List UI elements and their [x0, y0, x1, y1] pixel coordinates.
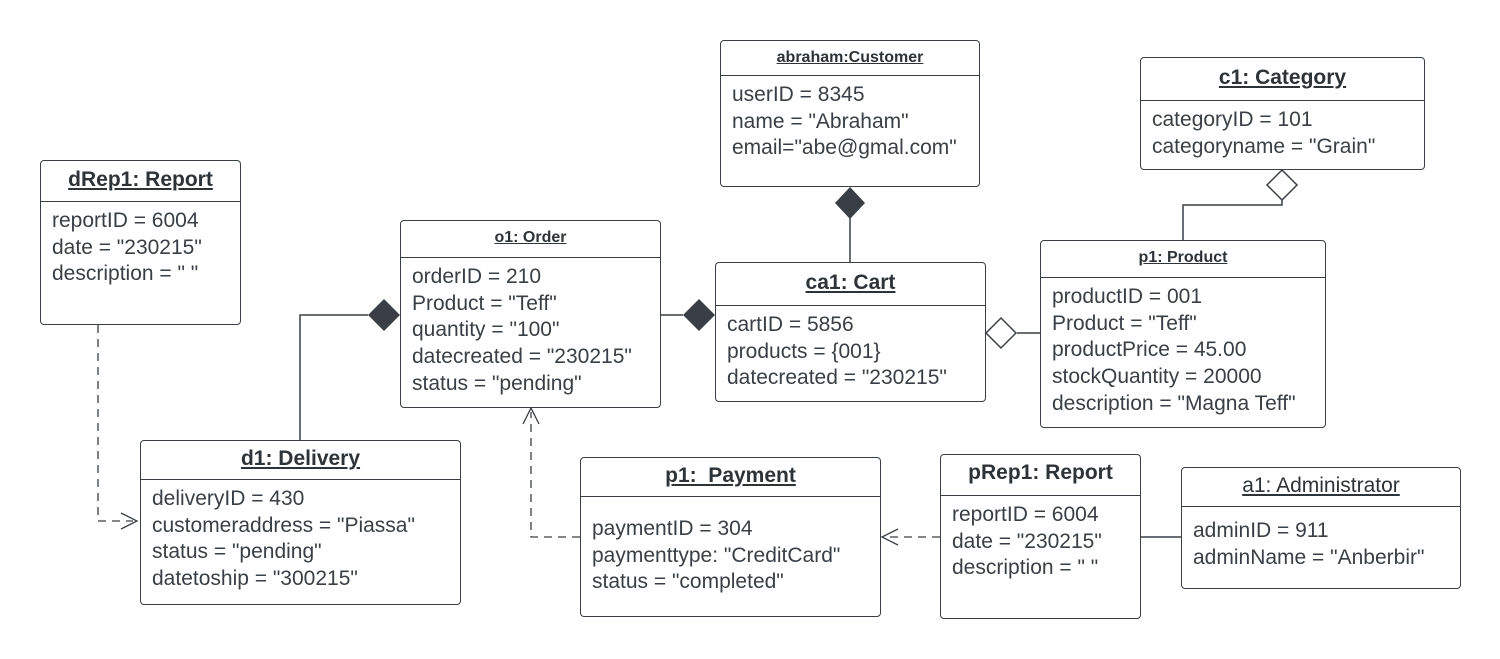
attribute: datecreated = "230215" [727, 366, 947, 390]
attribute: status = "pending" [412, 371, 582, 395]
attribute: status = "completed" [592, 570, 784, 594]
attribute: date = "230215" [952, 529, 1102, 553]
order-arrowhead [522, 406, 540, 425]
attribute: email="abe@gmal.com" [732, 136, 957, 160]
attribute: deliveryID = 430 [152, 487, 305, 510]
attribute: description = "Magna Teff" [1052, 391, 1296, 415]
attribute: cartID = 5856 [727, 313, 854, 336]
composition-diamond-delivery-order [368, 299, 400, 331]
order-object-title: o1: Order [401, 221, 660, 258]
attribute: customeraddress = "Piassa" [152, 513, 415, 537]
attribute: reportID = 6004 [952, 503, 1099, 526]
attribute: date = "230215" [52, 235, 202, 259]
aggregation-diamond-category [1265, 168, 1299, 202]
administrator-object-title: a1: Administrator [1182, 468, 1460, 507]
attribute: paymentID = 304 [592, 517, 753, 540]
payment-object-title: p1: Payment [581, 458, 880, 497]
attribute: orderID = 210 [412, 265, 541, 288]
delivery-arrowhead [120, 512, 139, 530]
administrator-object: a1: Administrator adminID = 911 adminNam… [1181, 467, 1461, 589]
customer-object-title: abraham:Customer [721, 41, 979, 76]
payment-order-dependency [530, 412, 580, 538]
payment-object: p1: Payment paymentID = 304 paymenttype:… [580, 457, 881, 617]
delivery-report-object: dRep1: Report reportID = 6004 date = "23… [40, 160, 241, 325]
attribute: Product = "Teff" [412, 291, 557, 315]
attribute: paymenttype: "CreditCard" [592, 543, 841, 567]
composition-diamond-customer [835, 187, 865, 219]
delivery-order-link [299, 314, 368, 440]
attribute: Product = "Teff" [1052, 311, 1197, 335]
attribute: datecreated = "230215" [412, 345, 632, 369]
delivery-object: d1: Delivery deliveryID = 430 customerad… [140, 440, 461, 605]
attribute: quantity = "100" [412, 318, 560, 342]
attribute: reportID = 6004 [52, 209, 199, 232]
category-product-link [1182, 200, 1283, 240]
delivery-report-object-title: dRep1: Report [41, 161, 240, 202]
attribute: categoryID = 101 [1152, 108, 1313, 131]
customer-object: abraham:Customer userID = 8345 name = "A… [720, 40, 980, 187]
attribute: products = {001} [727, 339, 881, 363]
cart-object: ca1: Cart cartID = 5856 products = {001}… [715, 262, 986, 402]
attribute: productID = 001 [1052, 285, 1203, 308]
payment-report-object-title: pRep1: Report [941, 455, 1140, 496]
report-delivery-dependency [97, 325, 133, 522]
attribute: datetoship = "300215" [152, 567, 358, 591]
attribute: adminName = "Anberbir" [1193, 545, 1425, 569]
attribute: stockQuantity = 20000 [1052, 365, 1262, 389]
composition-diamond-order-cart [683, 299, 715, 331]
attribute: categoryname = "Grain" [1152, 134, 1376, 158]
attribute: userID = 8345 [732, 83, 865, 106]
delivery-object-title: d1: Delivery [141, 441, 460, 480]
payment-arrowhead [880, 528, 899, 546]
order-object: o1: Order orderID = 210 Product = "Teff"… [400, 220, 661, 408]
attribute: status = "pending" [152, 540, 322, 564]
attribute: productPrice = 45.00 [1052, 338, 1247, 362]
attribute: adminID = 911 [1193, 519, 1329, 542]
attribute: name = "Abraham" [732, 109, 909, 133]
category-object: c1: Category categoryID = 101 categoryna… [1140, 57, 1425, 170]
product-object: p1: Product productID = 001 Product = "T… [1040, 240, 1326, 428]
payment-report-object: pRep1: Report reportID = 6004 date = "23… [940, 454, 1141, 619]
category-object-title: c1: Category [1141, 58, 1424, 101]
product-object-title: p1: Product [1041, 241, 1325, 278]
cart-object-title: ca1: Cart [716, 263, 985, 306]
attribute: description = " " [952, 556, 1099, 580]
attribute: description = " " [52, 262, 199, 286]
aggregation-diamond-cart-product [984, 316, 1018, 350]
